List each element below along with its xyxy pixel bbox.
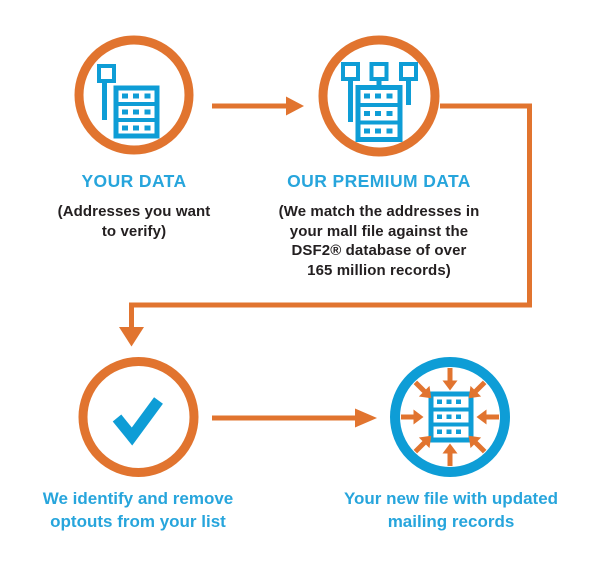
step2-title: OUR PREMIUM DATA (287, 171, 471, 191)
arrow-head (286, 96, 304, 116)
caption-line: 165 million records) (307, 261, 451, 279)
checkmark-icon (112, 397, 163, 446)
step1-circle (74, 35, 194, 155)
elbow-connector-step2-to-step3 (119, 103, 532, 347)
inward-arrow (443, 368, 458, 391)
server-body (428, 391, 474, 443)
step2-caption: (We match the addresses in your mall fil… (254, 202, 504, 280)
inward-arrow (477, 410, 500, 425)
server-dots (364, 93, 393, 134)
arrow-step3-to-step4 (212, 408, 377, 428)
server-body (113, 85, 160, 139)
inward-arrow (401, 410, 424, 425)
caption-line: DSF2® database of over (291, 242, 467, 259)
server-body (355, 85, 403, 142)
step2-circle (318, 35, 440, 157)
step3-circle (78, 357, 199, 477)
server-dots (122, 93, 151, 131)
step4-label: Your new file with updated mailing recor… (328, 488, 574, 533)
caption-line: (We match the addresses in (278, 203, 480, 220)
plug-square (341, 62, 360, 81)
plug-square (97, 64, 116, 83)
step1-caption: (Addresses you want to verify) (14, 202, 254, 241)
step1-title: YOUR DATA (81, 171, 187, 191)
plug-square (369, 62, 389, 81)
step4-circle (390, 357, 510, 477)
label-line: optouts from your list (50, 511, 226, 531)
arrow-step1-to-step2 (212, 96, 304, 116)
label-line: mailing records (387, 511, 515, 531)
inward-arrow (443, 444, 458, 467)
server-with-inward-arrows-icon (401, 368, 499, 466)
label-line: Your new file with updated (343, 489, 559, 508)
down-arrow-head (119, 327, 144, 347)
caption-line: (Addresses you want (57, 203, 211, 220)
server-with-plug-icon (97, 64, 160, 139)
plug-square (399, 62, 418, 81)
step3-label: We identify and remove optouts from your… (14, 488, 262, 533)
server-with-three-plugs-icon (341, 62, 418, 142)
label-line: We identify and remove (42, 489, 234, 508)
server-dots (437, 399, 461, 434)
elbow-line (129, 103, 532, 328)
arrow-head (355, 408, 377, 428)
caption-line: to verify) (101, 222, 167, 240)
caption-line: your mall file against the (289, 222, 469, 240)
